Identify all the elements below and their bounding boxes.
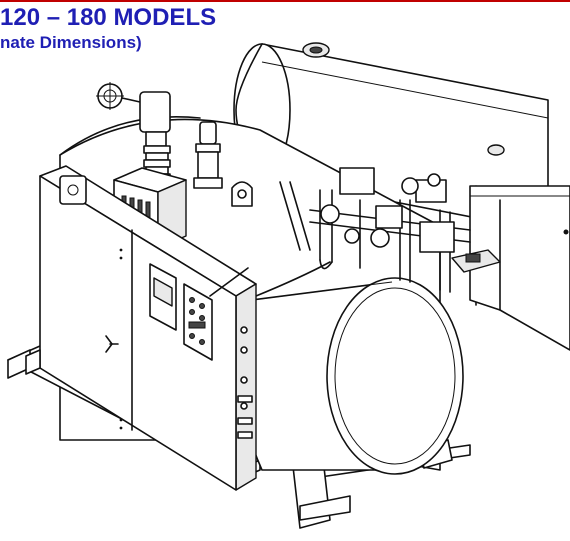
- valve-actuator-3: [419, 221, 455, 253]
- lifting-lug: [231, 181, 253, 207]
- page-title: 120 – 180 MODELS: [0, 4, 217, 31]
- front-drum: [239, 277, 464, 475]
- side-ports: [237, 326, 253, 439]
- piping-manifold: [255, 167, 501, 297]
- control-display: [149, 263, 177, 331]
- valve-actuator-1: [339, 167, 375, 195]
- cabinet-window: [59, 175, 87, 205]
- page-subtitle: nate Dimensions): [0, 33, 142, 52]
- tank-port-side: [487, 144, 505, 156]
- pressure-gauge: [427, 173, 441, 187]
- control-panel-cabinet: [39, 165, 257, 491]
- header-rule: [0, 0, 570, 2]
- safety-relief-valve: [193, 121, 223, 189]
- control-switches: [183, 283, 213, 361]
- front-feet: [25, 349, 41, 375]
